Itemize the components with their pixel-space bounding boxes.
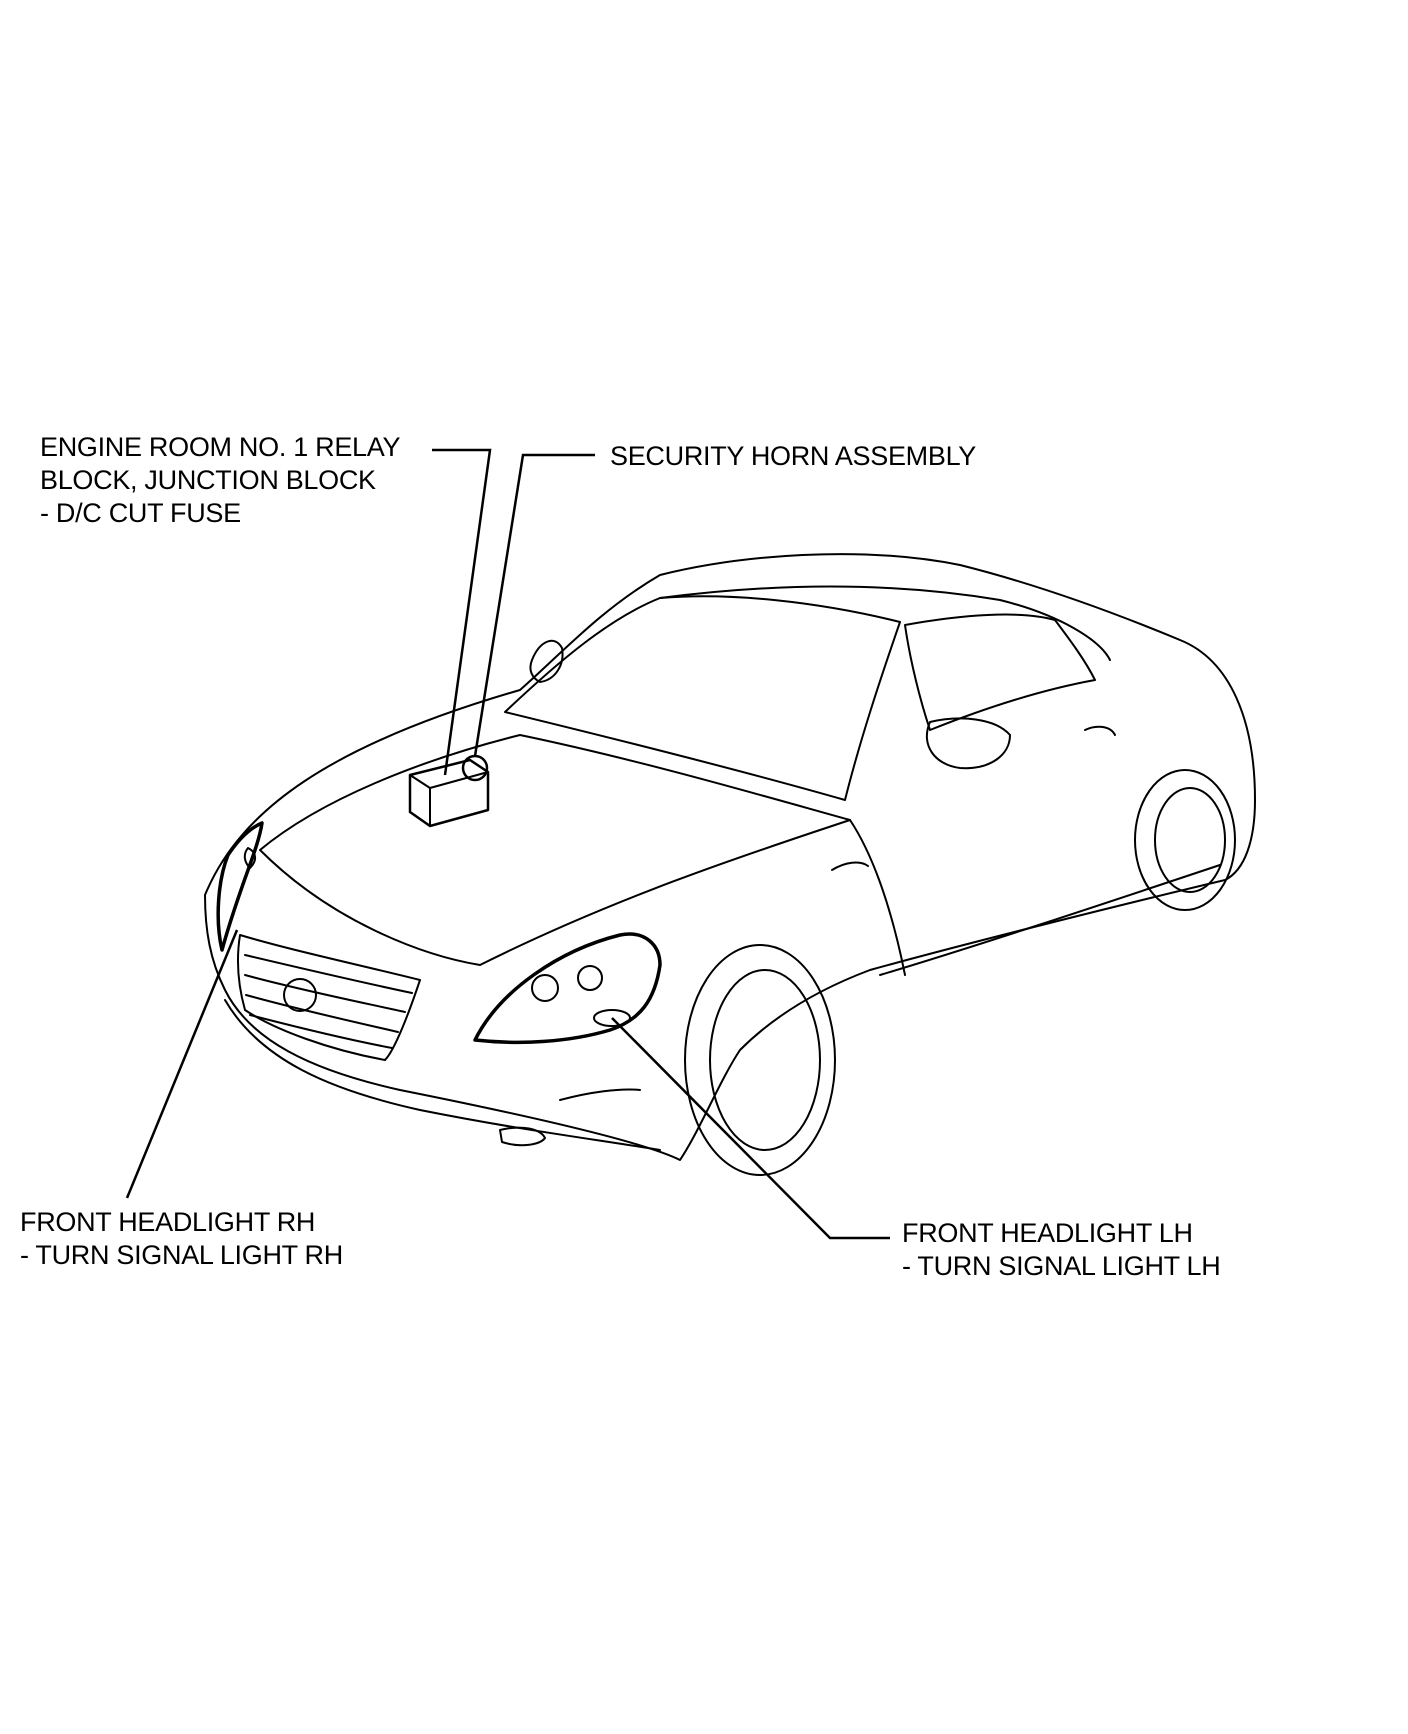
headlight-rh [216,821,264,952]
front-wheel-rim [709,969,821,1151]
rear-wheel [1134,769,1236,911]
side-marker [559,1088,641,1101]
leader-line-engine-room [432,448,492,776]
left-mirror [925,717,1011,770]
roof [659,585,1111,661]
label-engine-room-line-2: BLOCK, JUNCTION BLOCK [40,465,376,495]
door-handle [1084,725,1116,736]
label-headlight-lh-line-2: - TURN SIGNAL LIGHT LH [902,1251,1221,1281]
front-bumper [224,999,661,1151]
headlight-rh-inner [243,847,256,869]
grille-bars [244,954,413,1049]
label-headlight-lh-line-1: FRONT HEADLIGHT LH [902,1218,1193,1248]
relay-block [408,758,490,828]
fender-marker [831,861,869,871]
leader-line-headlight-rh [125,929,239,1199]
fog-light [499,1126,546,1147]
headlight-lh-lamp-2 [577,965,603,991]
side-sill [879,864,1221,976]
label-engine-room-line-3: - D/C CUT FUSE [40,498,241,528]
headlight-lh-lamp-3 [593,1009,631,1027]
leader-line-security-horn [473,453,595,757]
headlight-lh-lamp-1 [531,974,559,1002]
leader-lines [125,448,890,1240]
car-body-outline [204,553,1256,1161]
label-engine-room-line-1: ENGINE ROOM NO. 1 RELAY [40,432,401,462]
label-headlight-rh-line-1: FRONT HEADLIGHT RH [20,1207,316,1237]
label-front-headlight-rh: FRONT HEADLIGHT RH - TURN SIGNAL LIGHT R… [20,1206,343,1272]
emblem [283,978,317,1012]
label-security-horn-line-1: SECURITY HORN ASSEMBLY [610,441,976,471]
door-line [849,819,906,976]
hood [259,734,851,966]
label-engine-room-relay-block: ENGINE ROOM NO. 1 RELAY BLOCK, JUNCTION … [40,431,400,530]
car-illustration [204,553,1256,1176]
leader-line-headlight-lh [611,1017,890,1240]
windshield [504,595,901,801]
front-wheel [684,944,836,1176]
rear-wheel-rim [1154,787,1226,893]
headlight-lh [473,932,662,1045]
label-security-horn-assembly: SECURITY HORN ASSEMBLY [610,440,976,473]
label-front-headlight-lh: FRONT HEADLIGHT LH - TURN SIGNAL LIGHT L… [902,1217,1221,1283]
side-window [904,613,1096,731]
right-mirror [529,639,564,683]
label-headlight-rh-line-2: - TURN SIGNAL LIGHT RH [20,1240,343,1270]
grille [236,934,421,1061]
